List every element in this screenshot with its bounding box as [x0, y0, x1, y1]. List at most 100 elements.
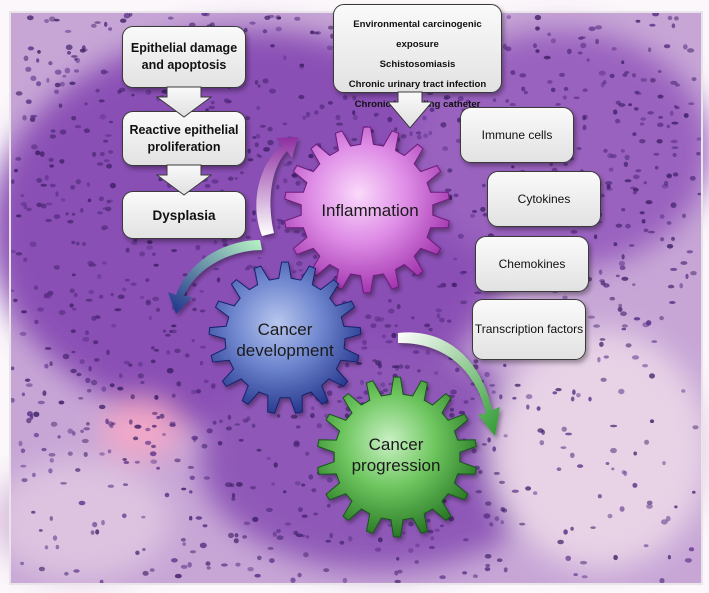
nucleus [618, 260, 626, 267]
nucleus [245, 116, 251, 121]
nucleus [98, 404, 106, 410]
nucleus [672, 172, 679, 177]
nucleus [312, 255, 318, 259]
nucleus [598, 70, 606, 76]
nucleus [344, 362, 350, 368]
nucleus [80, 208, 84, 213]
nucleus [58, 103, 63, 108]
nucleus [525, 394, 533, 400]
nucleus [123, 483, 128, 486]
nucleus [426, 518, 431, 523]
nucleus [19, 331, 27, 336]
nucleus [635, 19, 641, 23]
nucleus [130, 394, 135, 400]
nucleus [170, 329, 177, 334]
nucleus [621, 327, 627, 331]
nucleus [679, 283, 683, 289]
nucleus [633, 317, 641, 321]
nucleus [613, 109, 618, 115]
nucleus [192, 283, 197, 287]
nucleus [484, 554, 492, 559]
nucleus [503, 363, 507, 368]
nucleus [192, 307, 197, 312]
nucleus [550, 87, 556, 93]
nucleus [48, 61, 53, 66]
nucleus [696, 137, 702, 141]
nucleus [276, 529, 281, 533]
nucleus [105, 134, 112, 137]
gear-inflammation [284, 126, 450, 294]
nucleus [423, 133, 428, 138]
nucleus [534, 14, 542, 21]
nucleus [427, 529, 434, 534]
nucleus [697, 192, 702, 196]
nucleus [20, 464, 27, 468]
nucleus [327, 503, 331, 508]
nucleus [428, 327, 433, 332]
nucleus [472, 574, 478, 579]
nucleus [106, 349, 110, 355]
nucleus [24, 378, 31, 382]
nucleus [101, 386, 107, 392]
nucleus [611, 467, 615, 471]
nucleus [235, 562, 241, 567]
nucleus [556, 467, 562, 472]
nucleus [536, 406, 541, 411]
nucleus [692, 425, 699, 430]
nucleus [176, 381, 182, 387]
nucleus [663, 180, 669, 186]
nucleus [109, 383, 115, 388]
nucleus [146, 245, 154, 251]
nucleus [316, 31, 321, 35]
nucleus [649, 419, 655, 424]
nucleus [305, 535, 310, 539]
nucleus [621, 470, 626, 475]
nucleus [617, 307, 623, 312]
nucleus [625, 343, 632, 348]
nucleus [416, 369, 421, 373]
nucleus [216, 277, 221, 283]
nucleus [60, 198, 66, 202]
exposures-arrow [386, 91, 434, 129]
nucleus [329, 532, 334, 539]
nucleus [408, 548, 414, 553]
nucleus [264, 15, 271, 20]
nucleus [623, 161, 629, 167]
nucleus [295, 425, 301, 429]
nucleus [547, 32, 552, 37]
nucleus [242, 535, 248, 539]
nucleus [603, 355, 609, 359]
nucleus [642, 322, 650, 328]
nucleus [635, 169, 642, 173]
nucleus [472, 209, 477, 213]
nucleus [101, 225, 109, 230]
nucleus [291, 173, 296, 177]
nucleus [606, 184, 611, 190]
nucleus [70, 368, 77, 374]
chain-arrow-2 [155, 164, 213, 196]
nucleus [485, 501, 492, 506]
nucleus [440, 122, 447, 128]
nucleus [15, 91, 23, 96]
nucleus [491, 390, 496, 394]
nucleus [656, 139, 663, 144]
nucleus [619, 506, 625, 512]
nucleus [425, 349, 431, 355]
nucleus [38, 529, 43, 532]
nucleus [681, 389, 686, 393]
nucleus [98, 196, 104, 202]
nucleus [57, 435, 61, 439]
nucleus [296, 261, 303, 267]
nucleus [69, 81, 76, 86]
nucleus [75, 179, 82, 185]
nucleus [642, 364, 649, 368]
nucleus [588, 396, 592, 402]
nucleus [382, 388, 389, 393]
nucleus [23, 55, 29, 62]
nucleus [199, 289, 204, 293]
nucleus [21, 478, 28, 483]
nucleus [511, 489, 519, 493]
nucleus [595, 38, 599, 45]
nucleus [473, 359, 479, 364]
nucleus [252, 516, 259, 523]
